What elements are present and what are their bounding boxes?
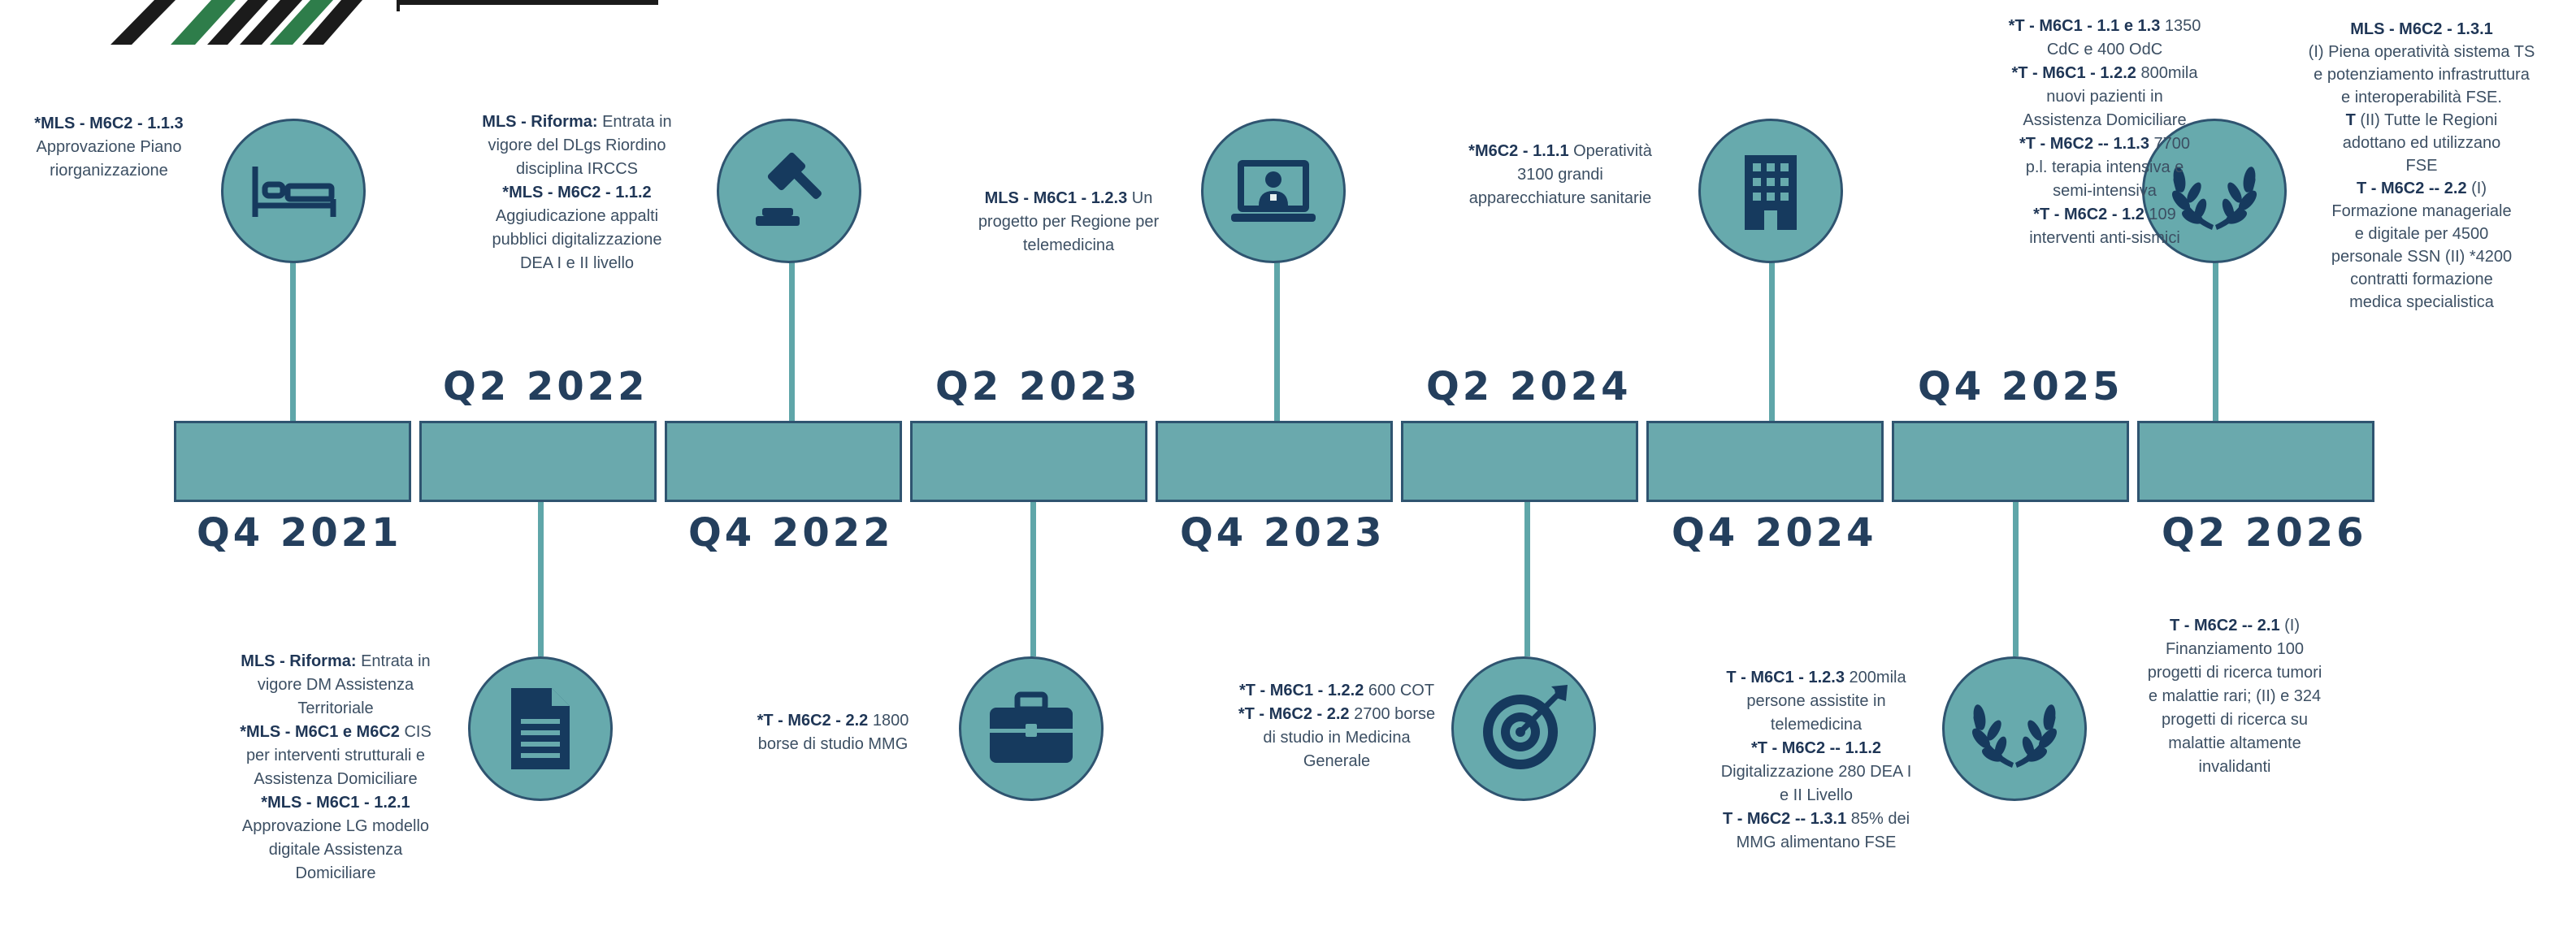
quarter-label: Q4 2021: [197, 510, 402, 556]
timeline-segment: [1892, 421, 2129, 502]
milestone-circle: [959, 656, 1104, 801]
milestone-text: *T - M6C2 - 2.2 1800 borse di studio MMG: [757, 712, 909, 753]
connector-line: [538, 502, 544, 656]
target-icon: [1483, 685, 1568, 769]
connector-line: [1524, 502, 1530, 656]
quarter-label: Q4 2024: [1672, 510, 1877, 556]
connector-line: [1274, 258, 1280, 421]
milestone-text: T - M6C2 -- 2.1 (I) Finanziamento 100 pr…: [2147, 617, 2322, 776]
timeline-segment: [174, 421, 411, 502]
connector-line: [1030, 502, 1036, 656]
timeline-segment: [2137, 421, 2374, 502]
timeline-segment: [419, 421, 657, 502]
quarter-label: Q2 2026: [2162, 510, 2367, 556]
timeline-segment: [1156, 421, 1393, 502]
milestone-text: T - M6C1 - 1.2.3 200mila persone assisti…: [1720, 669, 1912, 851]
milestone-text: MLS - M6C1 - 1.2.3 Un progetto per Regio…: [978, 189, 1160, 254]
connector-line: [2213, 258, 2218, 421]
milestone-circle: [1451, 656, 1596, 801]
milestone-circle: [717, 119, 861, 263]
milestone-circle: [1942, 656, 2087, 801]
briefcase-icon: [990, 691, 1073, 763]
milestone-text: MLS - Riforma: Entrata in vigore DM Assi…: [240, 652, 432, 882]
gavel-icon: [756, 152, 822, 226]
quarter-label: Q4 2025: [1918, 364, 2123, 409]
milestone-circle: [2142, 119, 2287, 263]
connector-line: [789, 258, 795, 421]
logo: [73, 0, 658, 45]
milestone-text: MLS - M6C2 - 1.3.1 (I) Piena operatività…: [2308, 20, 2535, 311]
milestone-circle: [1201, 119, 1346, 263]
milestone-text: *MLS - M6C2 - 1.1.3 Approvazione Piano r…: [34, 115, 184, 180]
connector-line: [1769, 258, 1775, 421]
milestone-text: *T - M6C1 - 1.1 e 1.3 1350 CdC e 400 OdC…: [2008, 17, 2201, 247]
timeline-segment: [1401, 421, 1638, 502]
timeline-segment: [1646, 421, 1884, 502]
milestone-circle: [1698, 119, 1843, 263]
telemedicine-icon: [1231, 160, 1316, 222]
document-icon: [511, 688, 570, 769]
laurel-wreath-icon: [1971, 704, 2058, 768]
milestone-text: *T - M6C1 - 1.2.2 600 COT *T - M6C2 - 2.…: [1238, 682, 1436, 770]
connector-line: [2013, 502, 2019, 656]
milestone-circle: [221, 119, 366, 263]
milestone-text: *M6C2 - 1.1.1 Operatività 3100 grandi ap…: [1468, 142, 1652, 207]
quarter-label: Q2 2024: [1426, 364, 1632, 409]
laurel-wreath-icon: [2171, 167, 2257, 230]
milestone-circle: [468, 656, 613, 801]
connector-line: [290, 258, 296, 421]
timeline-segment: [665, 421, 902, 502]
building-icon: [1745, 155, 1797, 230]
quarter-label: Q4 2022: [688, 510, 894, 556]
quarter-label: Q2 2023: [935, 364, 1141, 409]
timeline-segment: [910, 421, 1147, 502]
quarter-label: Q2 2022: [443, 364, 648, 409]
milestone-text: MLS - Riforma: Entrata in vigore del DLg…: [482, 113, 672, 272]
bed-icon: [252, 167, 336, 217]
quarter-label: Q4 2023: [1180, 510, 1386, 556]
